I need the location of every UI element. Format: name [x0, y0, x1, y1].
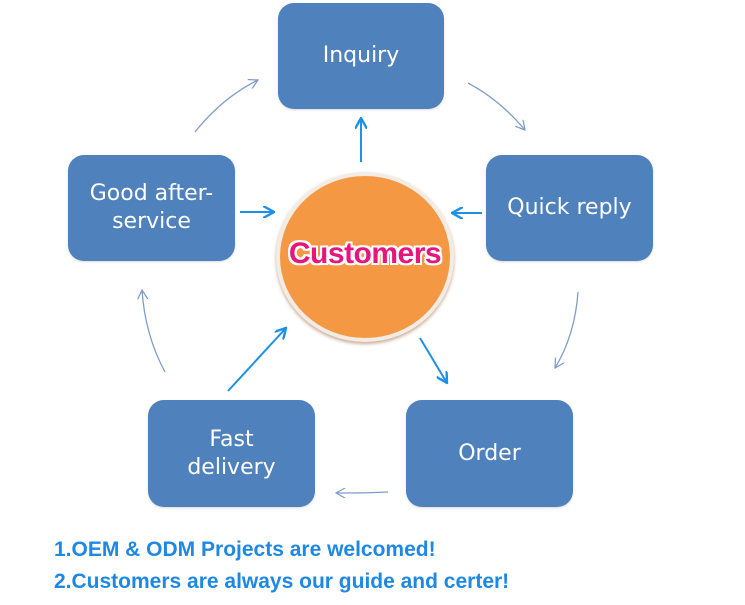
notes: 1.OEM & ODM Projects are welcomed! 2.Cus…	[54, 534, 509, 598]
node-good-after-service: Good after- service	[68, 155, 235, 261]
center-label: Customers	[288, 237, 442, 270]
arrow-inquiry-to-quick-reply	[467, 82, 525, 130]
arrow-customers-to-order	[419, 337, 447, 383]
node-label: Quick reply	[507, 195, 632, 220]
arrow-order-to-fast-delivery	[336, 492, 389, 493]
node-inquiry: Inquiry	[278, 3, 444, 109]
arrow-quick-reply-to-order	[555, 291, 579, 368]
arrow-fast-delivery-to-good-after-service	[142, 290, 166, 373]
node-label: Inquiry	[322, 43, 400, 68]
arrow-fast-delivery-to-customers	[227, 328, 286, 392]
note-1: 1.OEM & ODM Projects are welcomed!	[54, 538, 436, 561]
node-fast-delivery: Fast delivery	[148, 400, 315, 507]
node-label: Fast delivery	[187, 426, 276, 480]
note-2: 2.Customers are always our guide and cer…	[54, 570, 510, 593]
node-label: Good after- service	[89, 181, 214, 234]
node-label: Order	[458, 440, 521, 466]
arrow-good-after-service-to-inquiry	[194, 80, 258, 133]
node-order: Order	[406, 400, 573, 507]
center-node-customers: Customers	[276, 172, 454, 342]
node-quick-reply: Quick reply	[486, 155, 653, 261]
